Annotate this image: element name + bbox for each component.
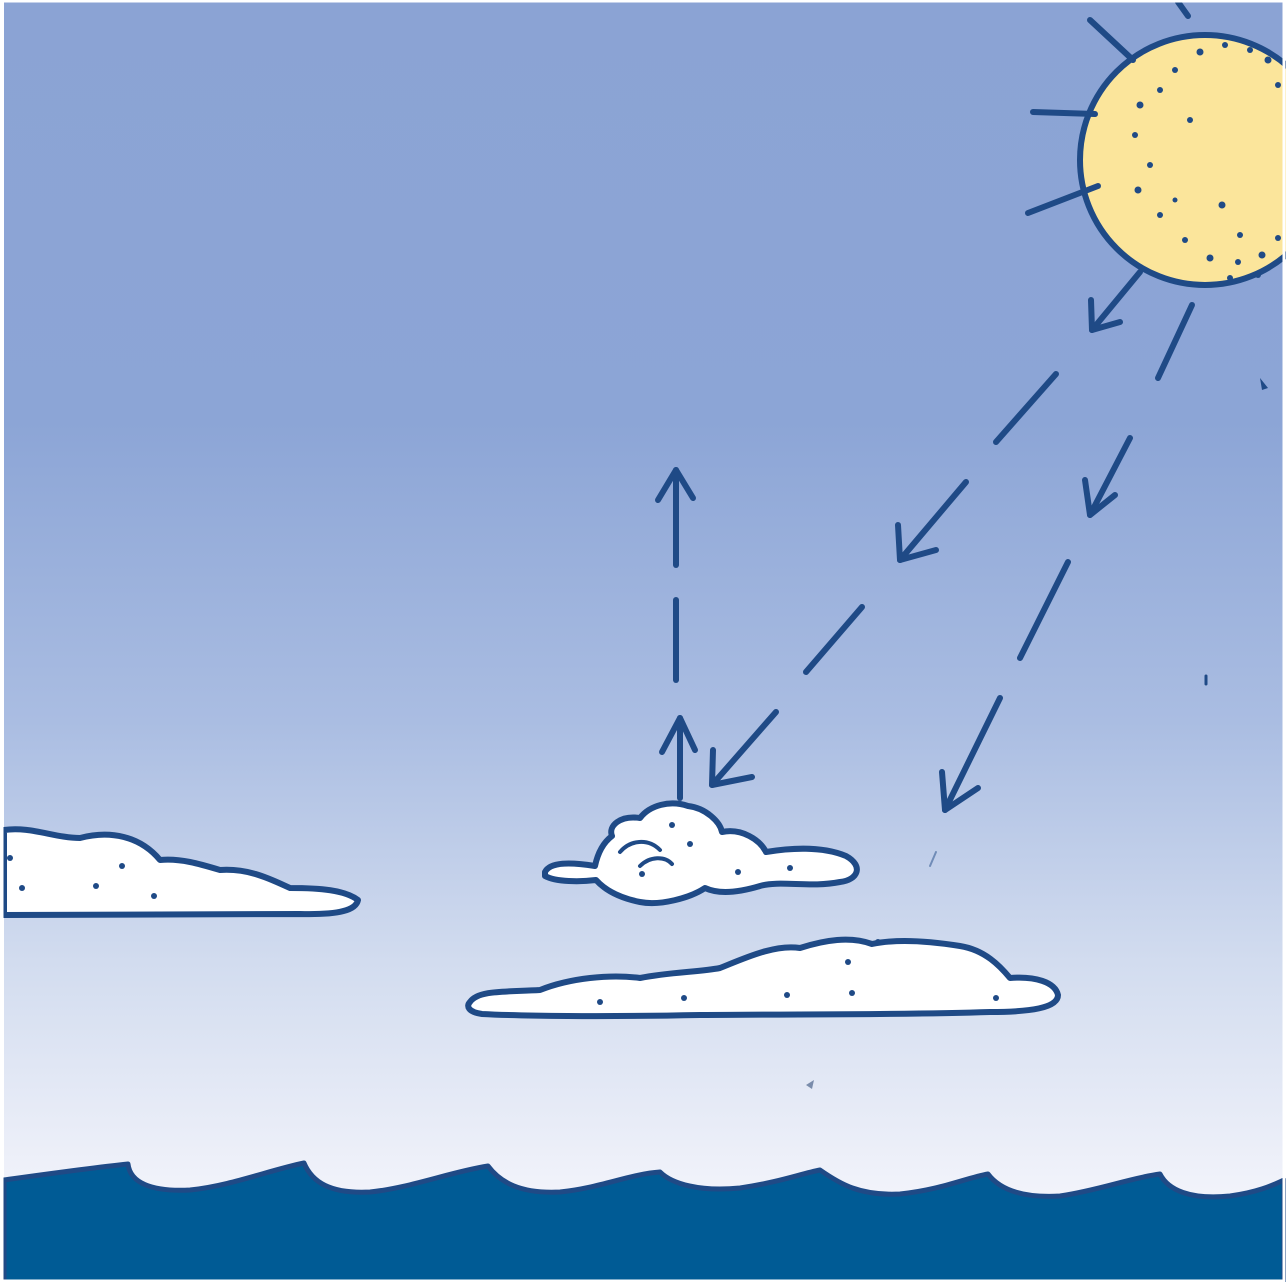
sun-ray: [1033, 112, 1095, 114]
